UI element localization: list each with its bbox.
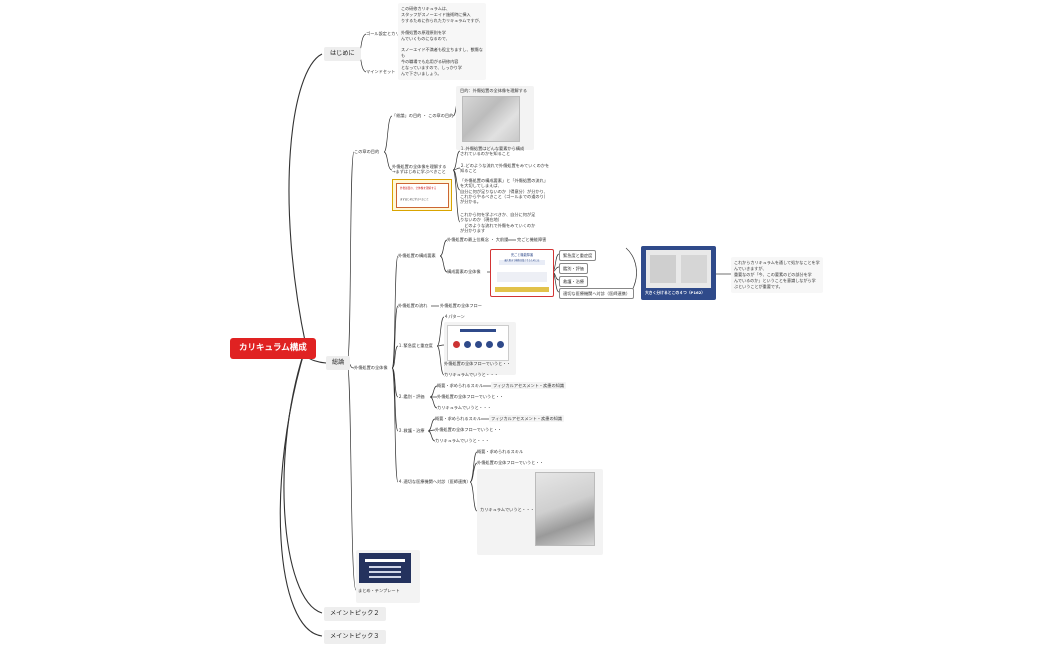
taishin-gaiyo[interactable]: 概要・求められるスキル xyxy=(477,449,524,454)
kinkyu-flow-card: 外傷処置の全体フローでいうと・・ xyxy=(444,322,516,375)
node-kousei-youso[interactable]: 外傷処置の構成要素 xyxy=(398,253,436,258)
element-kinkyu-box[interactable]: 緊急度と重症度 xyxy=(559,250,597,262)
diagram-body xyxy=(497,272,547,282)
matome-slide-bar-4 xyxy=(369,576,401,578)
node-kyugo[interactable]: ３.救護・治療 xyxy=(398,428,425,433)
flow-circle-5 xyxy=(497,341,504,348)
kinkyu-curriculum[interactable]: カリキュラムでいうと・・・ xyxy=(444,372,499,377)
node-zentai-understand[interactable]: 外傷処置の全体像を理解する →まずはじめに学ぶべきこと xyxy=(392,164,447,175)
matome-slide-bar-3 xyxy=(369,571,401,573)
element-kanbetsu-box[interactable]: 鑑別・評価 xyxy=(559,263,588,275)
purpose-caption: 目的：外傷処置の全体像を理解する xyxy=(460,88,528,93)
node-kanngoto-kinou[interactable]: 完ごと機能障害 xyxy=(517,237,547,242)
kyugo-gaiyo[interactable]: 概要・求められるスキル xyxy=(435,416,482,421)
whiteboard-photo xyxy=(462,96,520,142)
element-kyugo-box[interactable]: 救護・治療 xyxy=(559,276,588,288)
intro-slide-thumbnail: 外傷処置の、全体像を理解する まずはじめに学ぶべきこと xyxy=(392,179,452,211)
purpose-item-2[interactable]: ２.どのような流れで外傷処置をみていくのかを 知ること xyxy=(460,163,550,174)
youso-diagram-thumbnail: 完ごと機能障害 最大限まで機能回復させるためには xyxy=(490,249,554,297)
node-zentaizo[interactable]: 外傷処置の全体像 xyxy=(354,365,388,370)
diagram-bottom-bar xyxy=(495,287,549,292)
element-taishin-box[interactable]: 適切な医療機関へ対診（医師連携） xyxy=(559,288,635,300)
kanbetsu-skill[interactable]: フィジカルアセスメント・疾患の知識 xyxy=(491,382,567,390)
purpose-item-4[interactable]: これから何を学ぶべきか、自分に何が足 りないのか（現在地） どのような流れで外傷… xyxy=(460,212,536,233)
taishin-image-card: カリキュラムでいうと・・・ xyxy=(477,469,603,555)
matome-label[interactable]: まとめ・テンプレート xyxy=(358,588,400,593)
topic-sosetsu[interactable]: 総論 xyxy=(326,356,351,370)
kanbetsu-flow[interactable]: 外傷処置の全体フローでいうと・・ xyxy=(437,394,504,399)
kinkyu-flow-label[interactable]: 外傷処置の全体フローでいうと・・ xyxy=(444,361,511,366)
node-goal-curriculum[interactable]: ゴール設定とカリキュラム xyxy=(366,31,417,36)
flow-circle-1 xyxy=(453,341,460,348)
node-mindset[interactable]: マインドセット xyxy=(366,69,396,74)
slide-header-bar xyxy=(460,329,496,332)
node-chapter-purpose[interactable]: この章の目的 xyxy=(354,149,380,154)
slide-right-panel xyxy=(681,255,707,283)
purpose-image-card: 目的：外傷処置の全体像を理解する xyxy=(456,86,534,150)
node-youso-note[interactable]: これからカリキュラムを通して処かなことを学 んでいきますが、 重要なのが「今、こ… xyxy=(731,257,823,293)
slide-left-panel xyxy=(650,255,676,283)
topic-main-3[interactable]: メイントピック３ xyxy=(324,630,386,644)
matome-slide-bar-2 xyxy=(369,566,401,568)
node-youso-zentai[interactable]: 構成要素の全体像 xyxy=(447,269,481,274)
flow-circle-3 xyxy=(475,341,482,348)
matome-slide-bar-1 xyxy=(365,559,405,562)
four-elements-card[interactable]: 大きく分けるとこの４つ（P162） xyxy=(641,246,716,300)
diagram-title: 完ごと機能障害 xyxy=(510,253,534,257)
kyugo-skill[interactable]: フィジカルアセスメント・疾患の知識 xyxy=(489,415,565,423)
taishin-flow[interactable]: 外傷処置の全体フローでいうと・・ xyxy=(477,460,544,465)
taishin-photo xyxy=(535,472,595,546)
kyugo-flow[interactable]: 外傷処置の全体フローでいうと・・ xyxy=(435,427,502,432)
flow-circle-4 xyxy=(486,341,493,348)
kanbetsu-gaiyo[interactable]: 概要・求められるスキル xyxy=(437,383,484,388)
node-4-pattern[interactable]: ４パターン xyxy=(444,314,465,319)
slide-line1: 外傷処置の、全体像を理解する xyxy=(400,187,437,190)
topic-hajimeni[interactable]: はじめに xyxy=(324,47,361,61)
kanbetsu-curriculum[interactable]: カリキュラムでいうと・・・ xyxy=(437,405,492,410)
node-nagare[interactable]: 外傷処置の流れ xyxy=(398,303,428,308)
diagram-sub: 最大限まで機能回復させるためには xyxy=(499,259,545,265)
node-kanbetsu[interactable]: ２.鑑別・評価 xyxy=(398,394,425,399)
node-saijoui[interactable]: 外傷処置の最上位概念 ・ 大前提 xyxy=(447,237,509,242)
node-kinkyu[interactable]: １.緊急度と重症度 xyxy=(398,343,433,348)
taishin-curriculum[interactable]: カリキュラムでいうと・・・ xyxy=(480,507,535,512)
flow-circle-2 xyxy=(464,341,471,348)
slide-line2: まずはじめに学ぶべきこと xyxy=(400,198,429,201)
node-goal-text[interactable]: この研修カリキュラムは、 スタッフがスノーエイド施術時に挿​入 りするために作ら… xyxy=(398,3,486,81)
matome-slide xyxy=(359,553,411,583)
root-topic[interactable]: カリキュラム構成 xyxy=(230,338,316,359)
purpose-item-1[interactable]: １.外傷処置はどんな要素から構成 されているのかを知ること xyxy=(460,146,525,157)
four-elements-slide xyxy=(646,250,711,288)
node-nagare-flow[interactable]: 外傷処置の全体フロー xyxy=(440,303,482,308)
node-taishin[interactable]: ４.適切な医療機関へ対診（医師連携） xyxy=(398,479,471,484)
kinkyu-flow-slide xyxy=(447,325,509,361)
topic-main-2[interactable]: メイントピック２ xyxy=(324,607,386,621)
kyugo-curriculum[interactable]: カリキュラムでいうと・・・ xyxy=(435,438,490,443)
node-ronri-purpose[interactable]: 「総論」の目的 ・ この章の目的 xyxy=(392,113,454,118)
slide-inner-frame: 外傷処置の、全体像を理解する まずはじめに学ぶべきこと xyxy=(396,183,449,208)
purpose-item-3[interactable]: 「外傷処置の構成要素」と「外傷処置の流れ」 を大切してしまえば、 自分に何が足り… xyxy=(460,178,548,204)
four-elements-label: 大きく分けるとこの４つ（P162） xyxy=(645,290,706,295)
matome-card: まとめ・テンプレート xyxy=(356,550,420,603)
